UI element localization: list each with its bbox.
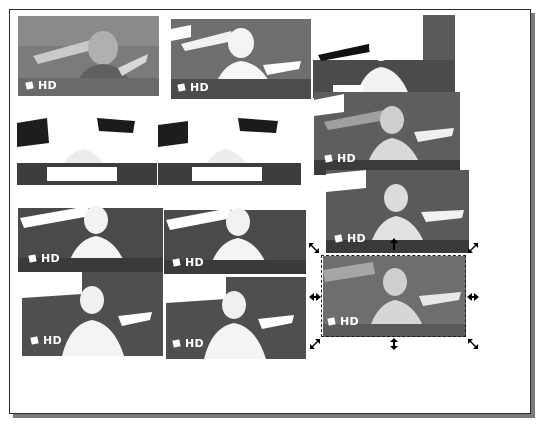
resize-ne-icon[interactable]: [467, 242, 479, 254]
film-frame-icon: [172, 339, 181, 348]
image-thumbnail[interactable]: HD: [314, 92, 460, 175]
film-frame-icon: [25, 81, 34, 90]
image-thumbnail[interactable]: HD: [164, 190, 306, 274]
film-frame-icon: [172, 258, 181, 267]
film-frame-icon: [334, 234, 343, 243]
hd-badge: HD: [177, 81, 209, 94]
image-thumbnail[interactable]: HD: [166, 277, 306, 359]
selected-image-thumbnail[interactable]: HD: [323, 256, 466, 337]
hd-badge: HD: [172, 337, 204, 350]
hd-badge: HD: [334, 232, 366, 245]
thumbnail-picture: [323, 256, 466, 337]
hd-badge-label: HD: [190, 81, 209, 94]
image-thumbnail[interactable]: HD: [18, 188, 163, 272]
hd-badge-label: HD: [185, 256, 204, 269]
film-frame-icon: [28, 254, 37, 263]
resize-se-icon[interactable]: [467, 338, 479, 350]
resize-sw-icon[interactable]: [309, 338, 321, 350]
thumbnail-picture: [17, 103, 157, 185]
image-thumbnail[interactable]: [158, 103, 301, 185]
image-thumbnail[interactable]: HD: [18, 16, 159, 96]
thumbnail-picture: [18, 188, 163, 272]
thumbnail-picture: [166, 277, 306, 359]
hd-badge-label: HD: [337, 152, 356, 165]
hd-badge: HD: [30, 334, 62, 347]
thumbnail-picture: [18, 16, 159, 96]
image-thumbnail[interactable]: HD: [22, 272, 163, 356]
resize-w-icon[interactable]: [309, 291, 321, 303]
resize-n-icon[interactable]: [388, 238, 400, 250]
hd-badge-label: HD: [38, 79, 57, 92]
image-thumbnail[interactable]: [17, 103, 157, 185]
hd-badge: HD: [327, 315, 359, 328]
hd-badge: HD: [172, 256, 204, 269]
film-frame-icon: [30, 336, 39, 345]
hd-badge: HD: [28, 252, 60, 265]
selection-bounding-box[interactable]: [321, 255, 466, 337]
hd-badge: HD: [25, 79, 57, 92]
thumbnail-picture: [164, 190, 306, 274]
image-thumbnail[interactable]: [313, 15, 455, 100]
thumbnail-picture: [158, 103, 301, 185]
film-frame-icon: [177, 83, 186, 92]
resize-s-icon[interactable]: [388, 338, 400, 350]
thumbnail-picture: [326, 170, 469, 253]
hd-badge: HD: [324, 152, 356, 165]
hd-badge-label: HD: [41, 252, 60, 265]
resize-e-icon[interactable]: [467, 291, 479, 303]
hd-badge-label: HD: [340, 315, 359, 328]
image-thumbnail[interactable]: HD: [326, 170, 469, 253]
thumbnail-picture: [171, 19, 311, 99]
film-frame-icon: [324, 154, 333, 163]
resize-nw-icon[interactable]: [308, 242, 320, 254]
image-thumbnail[interactable]: HD: [171, 19, 311, 99]
thumbnail-picture: [313, 15, 455, 100]
hd-badge-label: HD: [347, 232, 366, 245]
hd-badge-label: HD: [185, 337, 204, 350]
hd-badge-label: HD: [43, 334, 62, 347]
thumbnail-picture: [22, 272, 163, 356]
